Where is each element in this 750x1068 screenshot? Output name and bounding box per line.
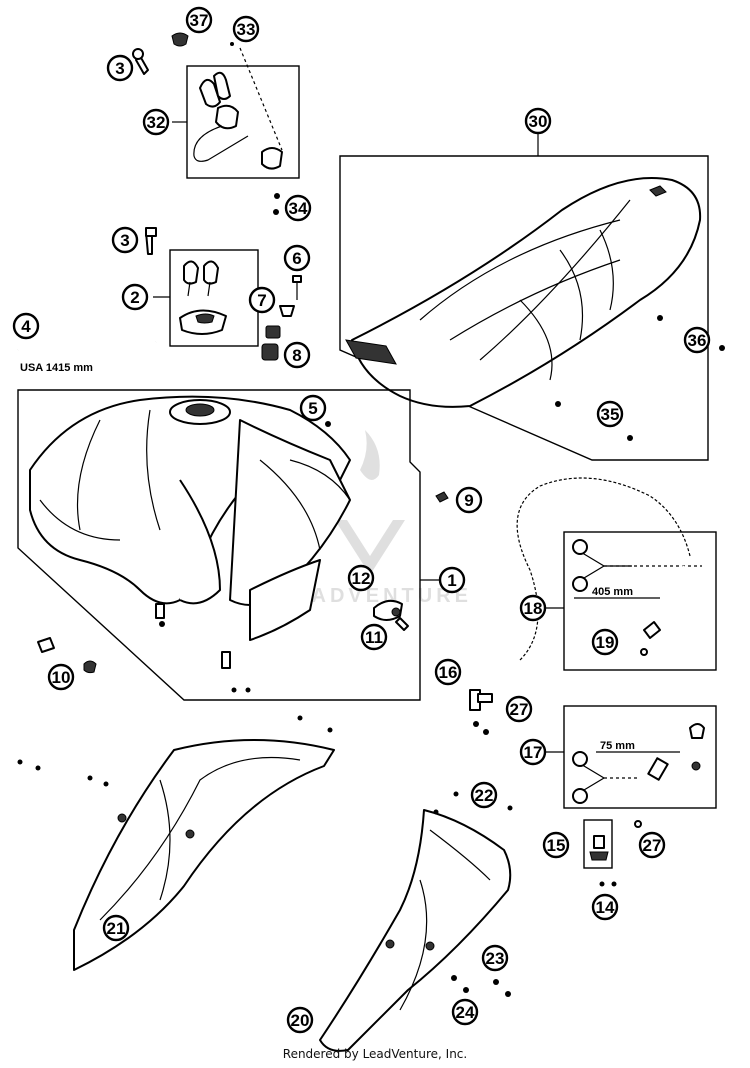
svg-text:36: 36 bbox=[688, 331, 707, 350]
svg-text:12: 12 bbox=[352, 569, 371, 588]
callout-3b: 3 bbox=[111, 226, 139, 254]
screw-group bbox=[261, 275, 302, 361]
usa-hose-length-label: USA 1415 mm bbox=[20, 362, 93, 374]
svg-text:4: 4 bbox=[21, 317, 31, 336]
callout-24: 24 bbox=[451, 998, 479, 1026]
svg-text:34: 34 bbox=[289, 199, 308, 218]
svg-text:17: 17 bbox=[524, 743, 543, 762]
svg-text:7: 7 bbox=[257, 291, 266, 310]
callout-6: 6 bbox=[283, 244, 311, 272]
svg-text:6: 6 bbox=[292, 249, 301, 268]
svg-text:15: 15 bbox=[547, 836, 566, 855]
ignition-lock-group bbox=[132, 32, 300, 215]
callout-23: 23 bbox=[481, 944, 509, 972]
svg-text:30: 30 bbox=[529, 112, 548, 131]
callout-3a: 3 bbox=[106, 54, 134, 82]
seat-group bbox=[339, 133, 725, 461]
side-panel-right bbox=[319, 791, 513, 1052]
callout-27a: 27 bbox=[505, 695, 533, 723]
fuel-tank-group bbox=[17, 389, 449, 701]
svg-text:19: 19 bbox=[596, 633, 615, 652]
inset-box-hose-405 bbox=[563, 531, 717, 671]
svg-text:27: 27 bbox=[643, 836, 662, 855]
callout-17: 17 bbox=[519, 738, 547, 766]
inset-box-tap bbox=[583, 819, 613, 869]
svg-text:22: 22 bbox=[475, 786, 494, 805]
callout-1: 1 bbox=[438, 566, 466, 594]
svg-text:37: 37 bbox=[190, 11, 209, 30]
callout-27b: 27 bbox=[638, 831, 666, 859]
svg-text:10: 10 bbox=[52, 668, 71, 687]
callout-12: 12 bbox=[347, 564, 375, 592]
callout-19: 19 bbox=[591, 628, 619, 656]
svg-text:35: 35 bbox=[601, 405, 620, 424]
callout-21: 21 bbox=[102, 914, 130, 942]
callout-32: 32 bbox=[142, 108, 170, 136]
callout-18: 18 bbox=[519, 594, 547, 622]
callout-7: 7 bbox=[248, 286, 276, 314]
callout-34: 34 bbox=[284, 194, 312, 222]
callout-2: 2 bbox=[121, 283, 149, 311]
callout-37: 37 bbox=[185, 6, 213, 34]
svg-text:16: 16 bbox=[439, 663, 458, 682]
callout-15: 15 bbox=[542, 831, 570, 859]
vent-hose: USA 1415 mm bbox=[17, 340, 157, 374]
svg-text:5: 5 bbox=[308, 399, 317, 418]
tank-cap-group bbox=[145, 227, 259, 347]
callout-20: 20 bbox=[286, 1006, 314, 1034]
svg-text:3: 3 bbox=[120, 231, 129, 250]
svg-text:3: 3 bbox=[115, 59, 124, 78]
fuel-tap-group bbox=[469, 689, 642, 887]
svg-text:33: 33 bbox=[237, 20, 256, 39]
svg-text:27: 27 bbox=[510, 700, 529, 719]
inset-box-hose-75 bbox=[563, 705, 717, 809]
inset-box-tank bbox=[17, 389, 421, 701]
svg-text:2: 2 bbox=[130, 288, 139, 307]
svg-text:11: 11 bbox=[365, 628, 383, 647]
svg-text:18: 18 bbox=[524, 599, 543, 618]
render-credit: Rendered by LeadVenture, Inc. bbox=[282, 1047, 468, 1061]
side-panel-left bbox=[17, 715, 335, 971]
callout-22: 22 bbox=[470, 781, 498, 809]
callout-14: 14 bbox=[591, 893, 619, 921]
svg-text:9: 9 bbox=[464, 491, 473, 510]
svg-text:1: 1 bbox=[447, 571, 456, 590]
callout-4: 4 bbox=[12, 312, 40, 340]
svg-text:20: 20 bbox=[291, 1011, 310, 1030]
callout-33: 33 bbox=[232, 15, 260, 43]
fuel-hose-group: 405 mm bbox=[516, 477, 717, 671]
callout-30: 30 bbox=[524, 107, 552, 135]
callout-5: 5 bbox=[299, 394, 327, 422]
svg-text:24: 24 bbox=[456, 1003, 475, 1022]
svg-text:8: 8 bbox=[292, 346, 301, 365]
callout-36: 36 bbox=[683, 326, 711, 354]
callout-35: 35 bbox=[596, 400, 624, 428]
callout-11: 11 bbox=[360, 623, 388, 651]
bolt-10-group bbox=[37, 637, 97, 674]
svg-text:32: 32 bbox=[147, 113, 166, 132]
hose-75-label: 75 mm bbox=[600, 740, 635, 752]
svg-text:23: 23 bbox=[486, 949, 505, 968]
callout-10: 10 bbox=[47, 663, 75, 691]
hose-405-label: 405 mm bbox=[592, 586, 633, 598]
callout-16: 16 bbox=[434, 658, 462, 686]
fuel-hose-short-group: 75 mm bbox=[545, 705, 717, 809]
svg-text:14: 14 bbox=[596, 898, 615, 917]
callout-8: 8 bbox=[283, 341, 311, 369]
svg-text:21: 21 bbox=[107, 919, 126, 938]
callout-9: 9 bbox=[455, 486, 483, 514]
inset-box-seat bbox=[339, 155, 709, 461]
